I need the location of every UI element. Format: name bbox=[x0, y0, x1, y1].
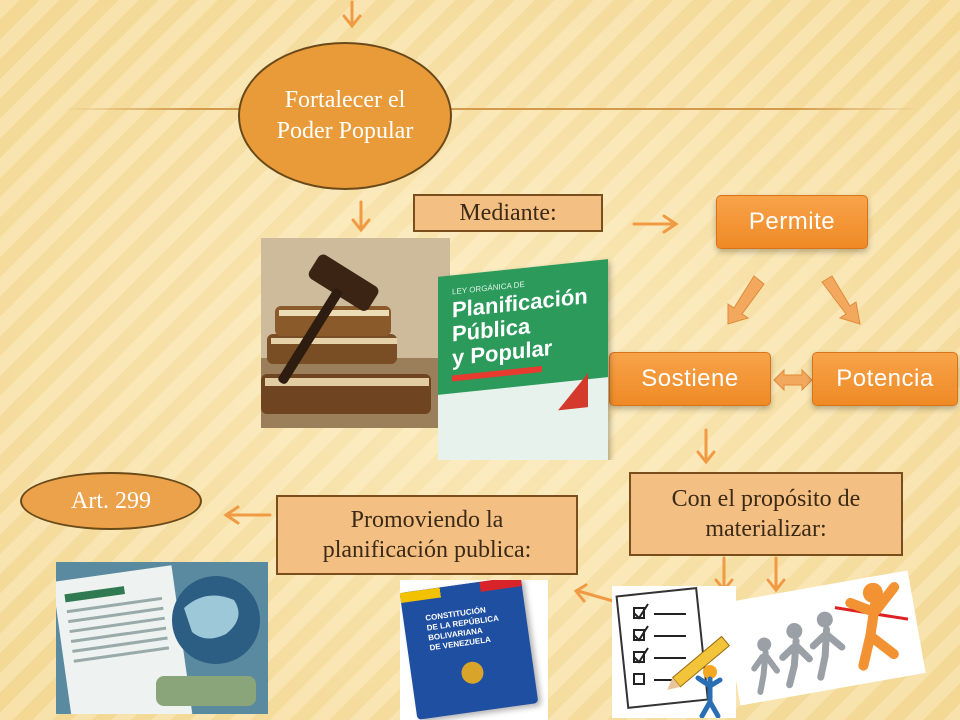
book-corner bbox=[558, 373, 588, 411]
decorative-rule bbox=[62, 108, 922, 110]
coat-of-arms-icon bbox=[460, 660, 485, 686]
runners-finish-image bbox=[722, 570, 926, 706]
cycle-arrow-sostiene-potencia bbox=[773, 368, 813, 392]
checklist-icon bbox=[615, 587, 731, 718]
arrow-down-to-proposito bbox=[696, 428, 716, 465]
node-fortalecer-text: Fortalecer el Poder Popular bbox=[276, 86, 414, 144]
node-permite: Permite bbox=[716, 195, 868, 249]
node-permite-text: Permite bbox=[748, 208, 836, 235]
node-potencia-text: Potencia bbox=[836, 365, 934, 392]
documents-globe-image bbox=[56, 548, 268, 714]
node-potencia: Potencia bbox=[812, 352, 958, 406]
node-sostiene: Sostiene bbox=[609, 352, 771, 406]
arrow-down-to-gavel bbox=[351, 200, 371, 233]
gavel-books-image bbox=[261, 238, 450, 428]
globe-icon bbox=[56, 562, 268, 714]
node-articulo-text: Art. 299 bbox=[71, 487, 151, 514]
node-fortalecer: Fortalecer el Poder Popular bbox=[238, 42, 452, 190]
arrow-down-right bbox=[766, 556, 786, 593]
runner-icon bbox=[751, 582, 909, 695]
node-mediante-text: Mediante: bbox=[459, 200, 557, 226]
arrow-left-to-articulo bbox=[223, 505, 272, 525]
constitution-book-image: CONSTITUCIÓN DE LA REPÚBLICA BOLIVARIANA… bbox=[400, 580, 548, 720]
node-promoviendo: Promoviendo la planificación publica: bbox=[276, 495, 578, 575]
arrow-right-to-permite bbox=[632, 214, 679, 234]
node-articulo: Art. 299 bbox=[20, 472, 202, 530]
gavel-icon bbox=[261, 238, 450, 428]
ley-organica-book-image: LEY ORGÁNICA DE Planificación Pública y … bbox=[438, 254, 628, 460]
cycle-arrow-permite-potencia bbox=[821, 275, 861, 325]
node-sostiene-text: Sostiene bbox=[641, 365, 739, 392]
node-proposito-text: Con el propósito de materializar: bbox=[671, 486, 861, 542]
node-proposito: Con el propósito de materializar: bbox=[629, 472, 903, 556]
node-mediante: Mediante: bbox=[413, 194, 603, 232]
node-promoviendo-text: Promoviendo la planificación publica: bbox=[322, 507, 532, 563]
cycle-arrow-permite-sostiene bbox=[727, 275, 765, 325]
arrow-down-top bbox=[342, 0, 362, 29]
checklist-pencil-image bbox=[612, 586, 736, 718]
